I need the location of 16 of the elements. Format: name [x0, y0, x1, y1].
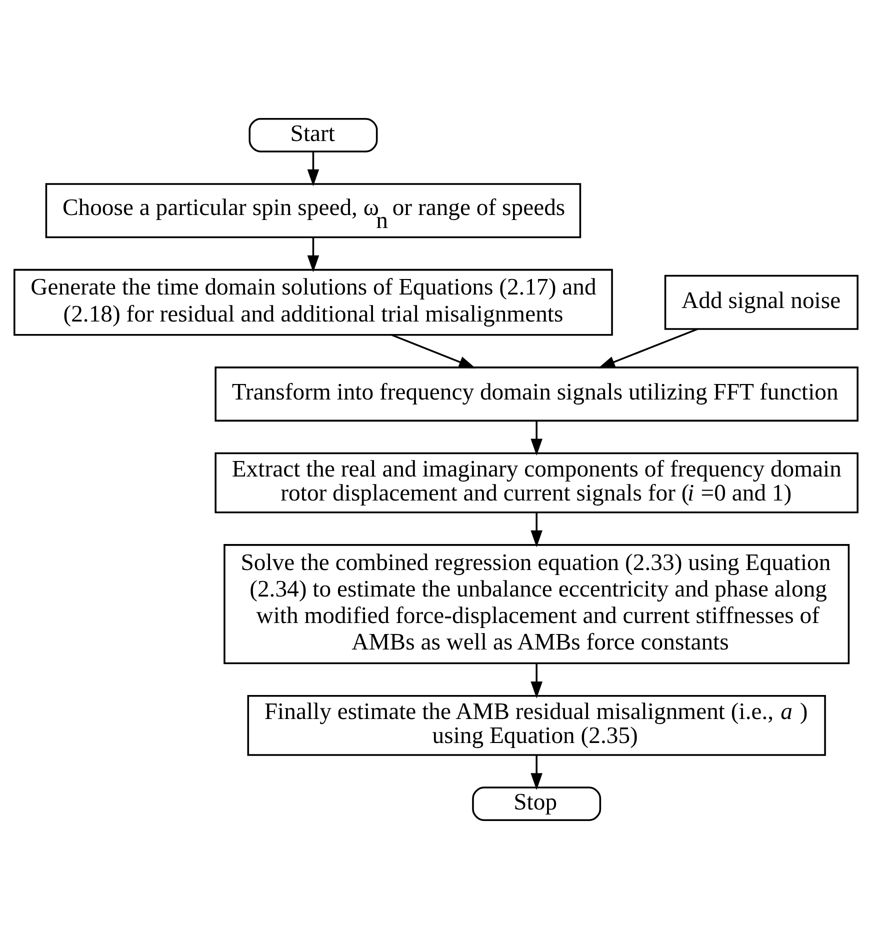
node-box: Generate the time domain solutions of Equations (2.17) and (2.18) for residual and additional trial misalignments — [14, 268, 613, 336]
node-box: Start — [248, 118, 378, 152]
arrow — [307, 152, 320, 186]
arrow — [598, 328, 698, 368]
arrow — [530, 662, 542, 698]
arrow — [530, 754, 542, 790]
arrow — [530, 512, 542, 547]
arrow — [307, 236, 320, 272]
arrow — [392, 334, 476, 368]
arrow — [530, 420, 542, 456]
node-box: Finally estimate the AMB residual misalignment (i.e., a ) using Equation (2.35) — [247, 694, 826, 756]
node-box: Transform into frequency domain signals utilizing FFT function — [214, 366, 858, 422]
node-box: Stop — [472, 786, 602, 820]
node-box: Solve the combined regression equation (2.33) using Equation (2.34) to estimate the unbalance eccentricity and phase along with modified force-displacement and current stiffnesses of AMBs as well as AMBs force constants — [224, 544, 850, 664]
node-box: Extract the real and imaginary components of frequency domain rotor displacement and current signals for (i =0 and 1) — [214, 452, 858, 513]
node-box: Add signal noise — [664, 274, 858, 330]
